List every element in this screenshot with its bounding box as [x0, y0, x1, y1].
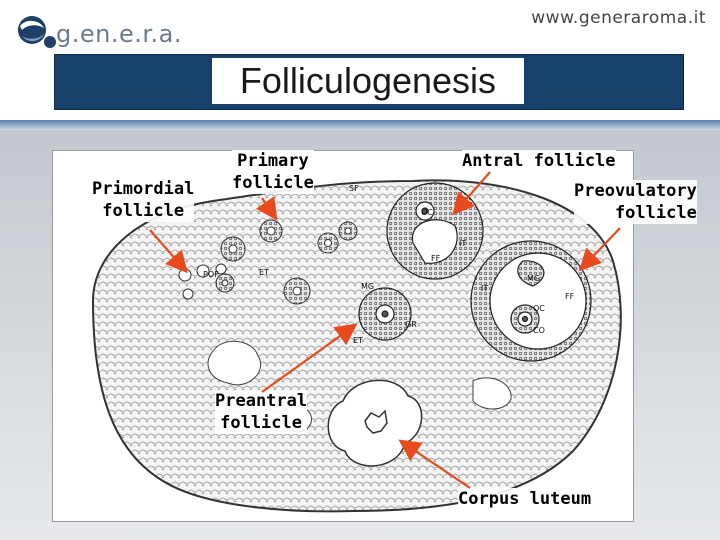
- slide-title: Folliculogenesis: [239, 60, 497, 101]
- tag-et-1: ET: [259, 268, 269, 277]
- tag-ff-1: FF: [431, 254, 441, 263]
- tag-mg-2: MG: [527, 274, 540, 283]
- tag-ff-2: FF: [565, 292, 575, 301]
- label-preovulatory-follicle: Preovulatory follicle: [574, 180, 697, 224]
- label-corpus-luteum: Corpus luteum: [458, 488, 592, 510]
- tag-mg-1: MG: [361, 282, 374, 291]
- label-primordial-follicle: Primordial follicle: [92, 178, 195, 222]
- genera-logo-icon: [18, 16, 56, 48]
- label-preantral-follicle: Preantral follicle: [215, 390, 308, 434]
- antral-follicle: [386, 182, 484, 280]
- website-url: www.generaroma.it: [531, 8, 706, 28]
- label-primary-follicle: Primary follicle: [232, 150, 314, 194]
- primary-follicles: [215, 219, 358, 305]
- primordial-follicles: [178, 263, 227, 300]
- tag-co: CO: [533, 326, 545, 335]
- accent-stripe: [0, 120, 720, 130]
- preovulatory-follicle: [470, 240, 592, 362]
- preantral-follicle: [358, 287, 412, 341]
- tag-pof: POF: [203, 270, 219, 279]
- tag-oc: OC: [533, 304, 545, 313]
- tag-gr: GR: [405, 320, 417, 329]
- tag-oc-2: OC: [421, 208, 433, 217]
- tag-et-2: ET: [353, 336, 363, 345]
- label-antral-follicle: Antral follicle: [462, 150, 616, 172]
- tag-sf: SF: [349, 184, 359, 193]
- title-box: Folliculogenesis: [212, 58, 524, 104]
- logo-text: g.en.e.r.a.: [56, 20, 182, 48]
- tag-it-1: IT: [459, 239, 466, 248]
- tag-it-2: IT: [481, 284, 488, 293]
- corpus-luteum: [327, 379, 423, 467]
